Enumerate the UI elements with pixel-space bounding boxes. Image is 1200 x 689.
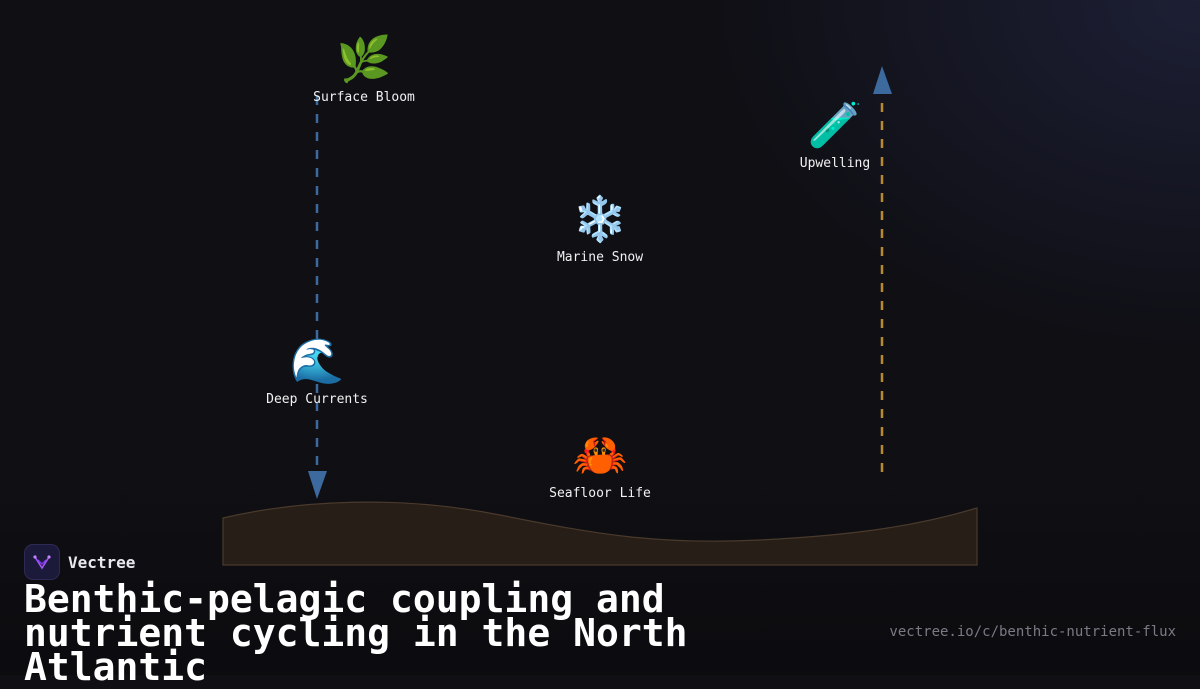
- vectree-logo-icon: [24, 544, 60, 580]
- seafloor-shape: [222, 501, 978, 566]
- snowflake-icon: ❄️: [572, 194, 628, 245]
- upwelling-flux-arrowhead: [873, 66, 892, 94]
- node-deep-currents: 🌊 Deep Currents: [237, 336, 397, 407]
- node-label: Marine Snow: [556, 250, 644, 265]
- node-label: Seafloor Life: [549, 486, 651, 501]
- node-marine-snow: ❄️ Marine Snow: [520, 194, 680, 265]
- brand-name: Vectree: [68, 552, 136, 572]
- node-label: Upwelling: [799, 156, 871, 171]
- wave-icon: 🌊: [289, 336, 345, 387]
- node-label: Surface Bloom: [313, 90, 415, 105]
- node-seafloor-life: 🦀 Seafloor Life: [520, 430, 680, 501]
- source-url: vectree.io/c/benthic-nutrient-flux: [889, 624, 1176, 640]
- node-upwelling: 🧪 Upwelling: [755, 100, 915, 171]
- diagram-canvas: [222, 66, 978, 566]
- page-title: Benthic-pelagic coupling and nutrient cy…: [24, 577, 688, 689]
- herb-icon: 🌿: [336, 34, 392, 85]
- crab-icon: 🦀: [572, 430, 628, 481]
- test-tube-icon: 🧪: [807, 100, 863, 151]
- brand: Vectree: [24, 544, 135, 580]
- node-surface-bloom: 🌿 Surface Bloom: [284, 34, 444, 105]
- sinking-flux-arrowhead: [308, 471, 327, 499]
- node-label: Deep Currents: [266, 392, 368, 407]
